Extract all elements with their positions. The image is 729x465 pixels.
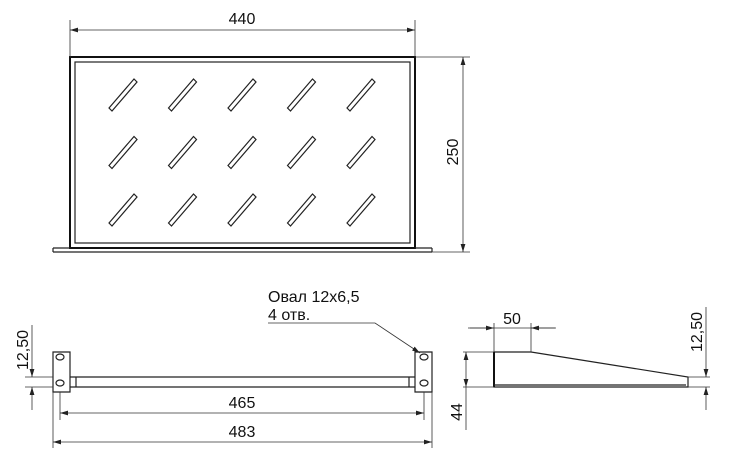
depth-dimension: 250 bbox=[445, 139, 462, 166]
width-dimension: 440 bbox=[229, 11, 256, 28]
vent-slot bbox=[286, 193, 317, 227]
vent-slot bbox=[227, 78, 257, 112]
inner-width-dimension: 465 bbox=[229, 395, 256, 412]
hole-note-line1: Овал 12х6,5 bbox=[268, 289, 360, 306]
vent-slot bbox=[346, 135, 376, 170]
vent-slot bbox=[108, 78, 138, 112]
vent-slot bbox=[227, 193, 257, 227]
vent-slot bbox=[167, 78, 198, 112]
outer-width-dimension: 483 bbox=[229, 424, 256, 441]
leader-line bbox=[268, 322, 421, 354]
vent-slot bbox=[227, 135, 257, 170]
front-height-dimension: 12,50 bbox=[15, 330, 32, 370]
flange-dimension: 50 bbox=[503, 311, 521, 328]
vent-slot bbox=[286, 78, 317, 112]
vent-slot bbox=[167, 193, 198, 227]
vent-slot bbox=[346, 78, 376, 112]
shelf-flange bbox=[52, 247, 433, 253]
hole-note-line2: 4 отв. bbox=[268, 307, 310, 324]
top-view: 440 250 bbox=[52, 11, 470, 253]
side-view: 50 44 12,50 bbox=[449, 307, 710, 430]
side-height-dimension: 44 bbox=[449, 403, 466, 421]
vent-slot bbox=[167, 135, 198, 170]
vent-slot bbox=[108, 193, 138, 227]
mounting-holes bbox=[55, 353, 429, 387]
vent-slot bbox=[108, 135, 138, 170]
front-view: Овал 12х6,5 4 отв. 12,50 465 483 bbox=[15, 289, 433, 448]
ventilation-slots bbox=[108, 78, 376, 227]
shelf-outline bbox=[69, 56, 416, 249]
vent-slot bbox=[346, 193, 376, 227]
lip-dimension: 12,50 bbox=[689, 312, 706, 352]
vent-slot bbox=[286, 135, 317, 170]
